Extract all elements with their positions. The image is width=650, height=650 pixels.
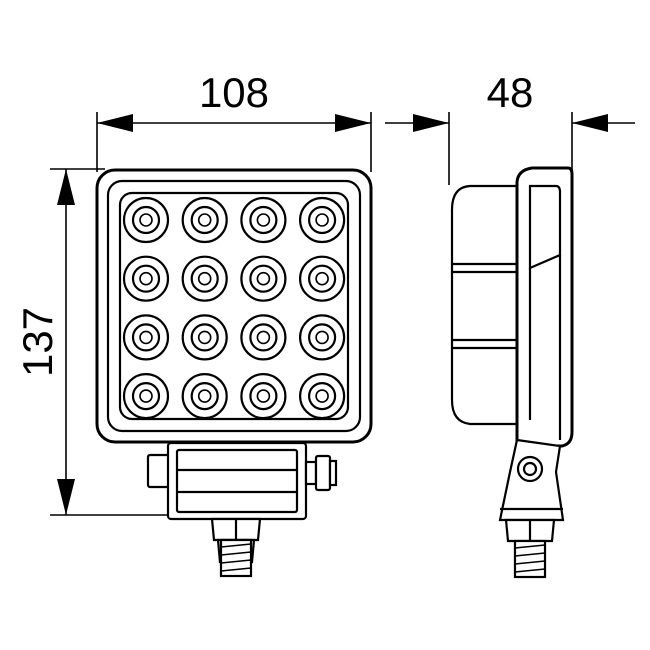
front-housing [95, 168, 373, 444]
led-4-2 [181, 373, 228, 420]
led-1-2 [181, 196, 228, 244]
front-bezel [106, 179, 362, 433]
led-2-2 [181, 255, 228, 302]
side-bracket [498, 438, 565, 522]
led-3-1 [122, 314, 170, 361]
lens-panel [118, 191, 350, 421]
led-4-1 [122, 373, 170, 420]
led-1-4 [299, 196, 346, 244]
depth-label: 48 [487, 69, 534, 116]
led-3-2 [181, 314, 228, 361]
side-lens [450, 184, 519, 426]
side-bolt [504, 518, 556, 579]
width-label: 108 [199, 69, 269, 116]
side-housing [515, 166, 574, 448]
led-4-4 [299, 373, 346, 420]
led-2-4 [299, 255, 346, 302]
led-4-3 [240, 373, 287, 420]
front-bolt [210, 517, 262, 578]
front-view [95, 168, 373, 578]
led-2-3 [240, 255, 287, 302]
depth-dimension: 48 [385, 69, 635, 185]
led-grid [122, 196, 346, 420]
led-3-3 [240, 314, 287, 361]
led-1-3 [240, 196, 287, 244]
front-bracket [146, 441, 338, 521]
width-dimension: 108 [96, 69, 372, 172]
height-dimension: 137 [14, 168, 170, 516]
height-label: 137 [14, 307, 61, 377]
led-2-1 [122, 255, 170, 302]
led-1-1 [122, 196, 170, 244]
led-3-4 [299, 314, 346, 361]
side-view [450, 166, 574, 579]
